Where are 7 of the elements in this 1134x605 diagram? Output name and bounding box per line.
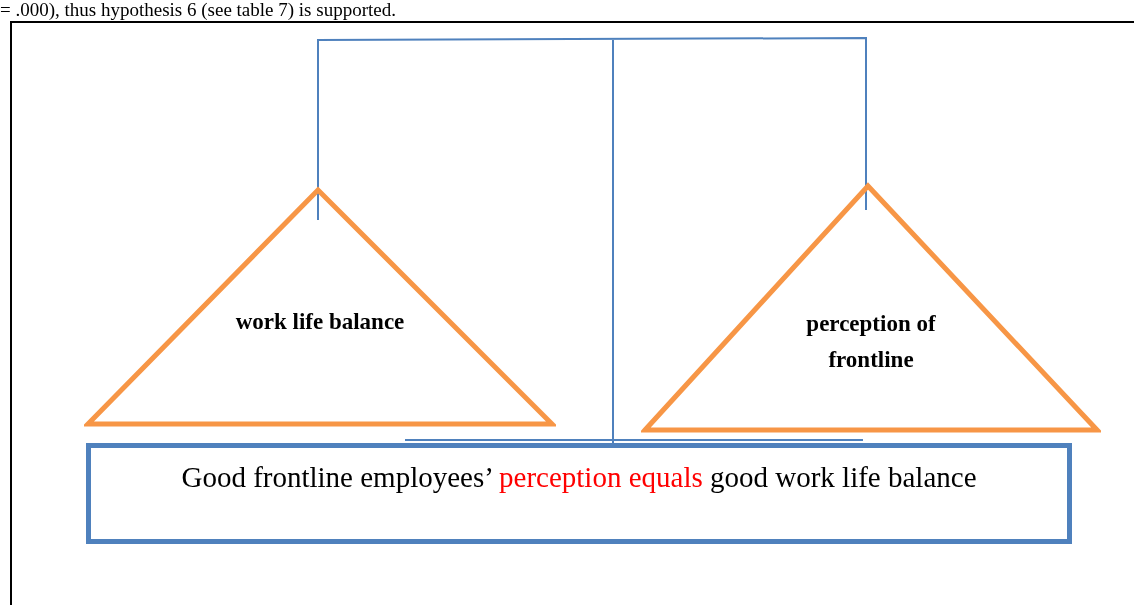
node-label: work life balance [234, 308, 406, 336]
statement-text: Good frontline employees’ perception equals good work life balance [180, 460, 978, 494]
statement-box [86, 443, 1072, 544]
node-label: perception of frontline [805, 310, 937, 374]
triangle-node [84, 186, 556, 428]
body-text: = .000), thus hypothesis 6 (see table 7) is supported. [0, 0, 396, 20]
triangle-node [641, 182, 1101, 434]
